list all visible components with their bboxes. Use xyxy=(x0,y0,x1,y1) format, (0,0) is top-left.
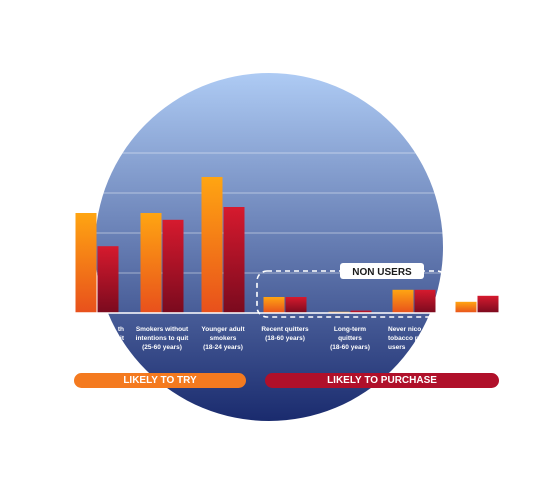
bar-series-1-5 xyxy=(392,289,414,313)
bar-series-2-3 xyxy=(285,297,307,313)
background-circle xyxy=(95,73,443,421)
bar-series-1-2 xyxy=(201,177,223,313)
category-label-3: Recent quitters(18-60 years) xyxy=(261,326,309,342)
bar-series-1-0 xyxy=(75,213,97,313)
bar-series-2-5 xyxy=(414,289,436,313)
bar-series-1-6 xyxy=(455,301,477,313)
bar-series-2-1 xyxy=(162,219,184,313)
non-users-label-box xyxy=(340,263,424,279)
bar-series-2-4 xyxy=(350,310,372,313)
likely-to-try-banner: LIKELY TO TRY xyxy=(74,373,246,388)
bar-series-2-2 xyxy=(223,207,245,313)
non-users-label: NON USERS xyxy=(352,267,412,278)
bar-series-2-6 xyxy=(477,295,499,313)
bar-series-2-0 xyxy=(97,246,119,313)
bar-series-1-1 xyxy=(140,213,162,313)
bar-series-1-3 xyxy=(263,297,285,313)
likely-to-purchase-banner: LIKELY TO PURCHASE xyxy=(265,373,499,388)
